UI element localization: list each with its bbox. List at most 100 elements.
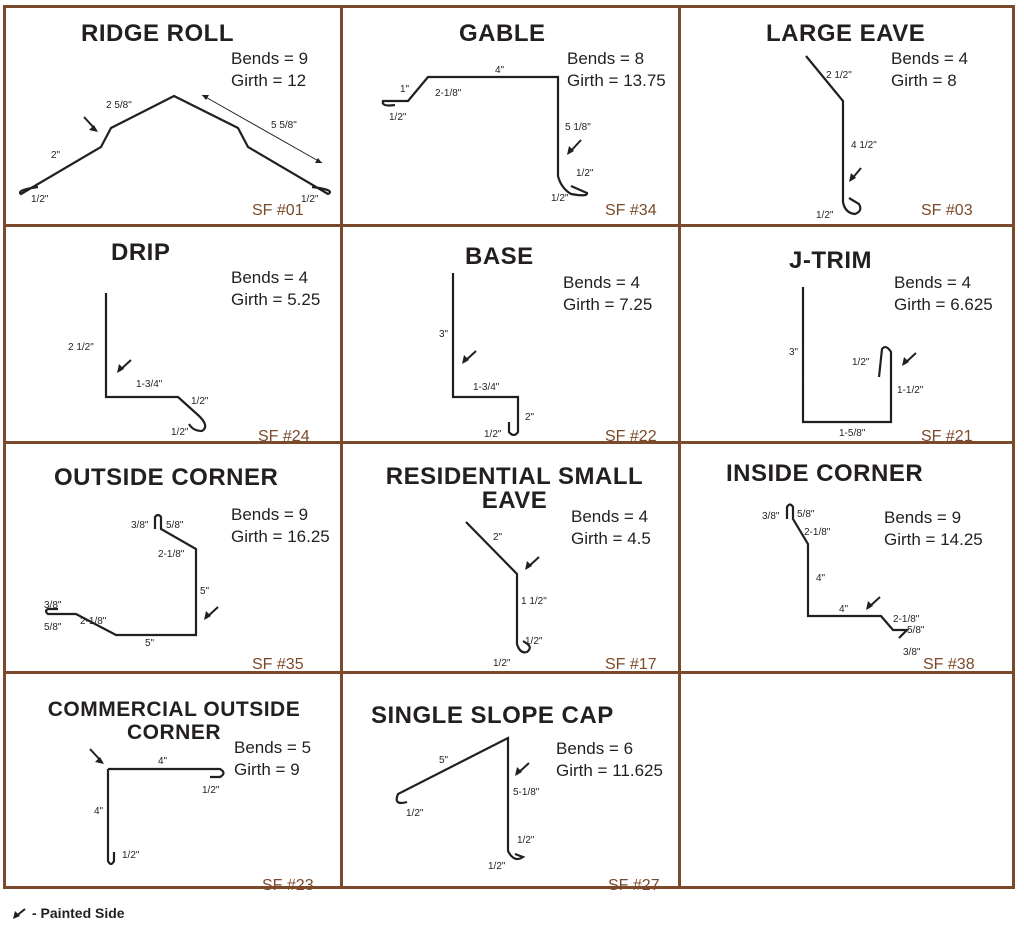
profile-single-slope-cap: SINGLE SLOPE CAP Bends = 6 Girth = 11.62…	[343, 674, 678, 895]
profile-title: SINGLE SLOPE CAP	[371, 702, 614, 729]
large-eave-diagram: 2 1/2" 4 1/2" 1/2"	[805, 55, 877, 221]
dim-label: 3/8"	[903, 647, 921, 658]
dim-label: 3"	[439, 329, 449, 340]
j-trim-diagram: 3" 1/2" 1-1/2" 1-5/8"	[789, 287, 924, 439]
dim-label: 2 1/2"	[826, 70, 852, 81]
painted-side-arrow-icon	[13, 908, 26, 920]
dim-label: 2-1/8"	[435, 88, 462, 99]
profile-title: GABLE	[459, 20, 546, 47]
profile-code: SF #27	[608, 877, 660, 894]
dim-label: 1/2"	[517, 835, 535, 846]
gable-diagram: 4" 1" 2-1/8" 1/2" 5 1/8" 1/2" 1/2"	[381, 65, 594, 204]
dim-label: 3/8"	[44, 600, 62, 611]
profile-title: RIDGE ROLL	[81, 20, 234, 47]
ridge-roll-diagram: 2 5/8" 5 5/8" 2" 1/2" 1/2"	[19, 94, 332, 205]
girth-value: Girth = 16.25	[231, 527, 330, 546]
profile-code: SF #22	[605, 428, 657, 445]
dim-label: 2-1/8"	[893, 614, 920, 625]
profile-residential-small-eave: RESIDENTIAL SMALL EAVE Bends = 4 Girth =…	[343, 444, 678, 674]
bends-value: Bends = 9	[884, 508, 962, 527]
profile-title: RESIDENTIAL SMALL EAVE	[385, 463, 644, 514]
profile-title: OUTSIDE CORNER	[54, 464, 279, 491]
outside-corner-diagram: 3/8" 5/8" 2-1/8" 5" 3/8" 5/8" 2-1/8" 5"	[44, 513, 219, 649]
dim-label: 1-5/8"	[839, 428, 866, 439]
bends-value: Bends = 5	[234, 738, 312, 757]
residential-small-eave-diagram: 2" 1 1/2" 1/2" 1/2"	[465, 521, 547, 669]
profile-code: SF #35	[252, 656, 304, 673]
girth-value: Girth = 5.25	[231, 290, 321, 309]
grid-divider	[6, 671, 1012, 674]
dim-label: 4 1/2"	[851, 140, 877, 151]
girth-value: Girth = 9	[234, 760, 300, 779]
dim-label: 5/8"	[797, 509, 815, 520]
dim-label: 5/8"	[44, 622, 62, 633]
dim-label: 4"	[158, 756, 168, 767]
profile-stats: Bends = 6 Girth = 11.625	[556, 738, 663, 782]
dim-label: 4"	[839, 604, 849, 615]
girth-value: Girth = 6.625	[894, 295, 993, 314]
profile-code: SF #34	[605, 202, 657, 219]
dim-label: 2-1/8"	[804, 527, 831, 538]
profile-j-trim: J-TRIM Bends = 4 Girth = 6.625 3" 1/2" 1…	[681, 227, 1012, 446]
bends-value: Bends = 8	[567, 49, 645, 68]
painted-side-legend: - Painted Side	[10, 905, 125, 921]
bends-value: Bends = 4	[571, 507, 649, 526]
dim-label: 2"	[525, 412, 535, 423]
drip-diagram: 2 1/2" 1-3/4" 1/2" 1/2"	[68, 293, 209, 438]
bends-value: Bends = 9	[231, 49, 309, 68]
girth-value: Girth = 12	[231, 71, 307, 90]
bends-value: Bends = 4	[891, 49, 969, 68]
profile-outside-corner: OUTSIDE CORNER Bends = 9 Girth = 16.25 3…	[6, 444, 340, 674]
legend-text: - Painted Side	[32, 905, 125, 921]
dim-label: 1/2"	[488, 861, 506, 872]
girth-value: Girth = 8	[891, 71, 957, 90]
dim-label: 1"	[400, 84, 410, 95]
dim-label: 5-1/8"	[513, 787, 540, 798]
bends-value: Bends = 4	[563, 273, 641, 292]
dim-label: 2 5/8"	[106, 100, 132, 111]
profile-inside-corner: INSIDE CORNER Bends = 9 Girth = 14.25 3/…	[681, 444, 1012, 674]
dim-label: 5 5/8"	[271, 120, 297, 131]
grid-divider	[6, 224, 1012, 227]
profile-drip: DRIP Bends = 4 Girth = 5.25 2 1/2" 1-3/4…	[6, 227, 340, 446]
girth-value: Girth = 14.25	[884, 530, 983, 549]
profile-stats: Bends = 9 Girth = 12	[231, 48, 308, 92]
profile-title: BASE	[465, 243, 534, 270]
profile-stats: Bends = 9 Girth = 14.25	[884, 507, 983, 551]
dim-label: 1/2"	[122, 850, 140, 861]
profile-stats: Bends = 4 Girth = 8	[891, 48, 968, 92]
profile-stats: Bends = 4 Girth = 4.5	[571, 506, 651, 550]
profile-stats: Bends = 9 Girth = 16.25	[231, 504, 330, 548]
profile-ridge-roll: RIDGE ROLL Bends = 9 Girth = 12 2 5/8" 5…	[6, 8, 340, 224]
profile-stats: Bends = 8 Girth = 13.75	[567, 48, 666, 92]
profile-code: SF #17	[605, 656, 657, 673]
dim-label: 5 1/8"	[565, 122, 591, 133]
profile-grid: RIDGE ROLL Bends = 9 Girth = 12 2 5/8" 5…	[3, 5, 1015, 895]
profile-code: SF #01	[252, 202, 304, 219]
dim-label: 3/8"	[131, 520, 149, 531]
dim-label: 2-1/8"	[80, 616, 107, 627]
girth-value: Girth = 13.75	[567, 71, 666, 90]
dim-label: 1-3/4"	[473, 382, 500, 393]
profile-base: BASE Bends = 4 Girth = 7.25 3" 1-3/4" 2"…	[343, 227, 678, 446]
profile-stats: Bends = 5 Girth = 9	[234, 737, 311, 781]
girth-value: Girth = 11.625	[556, 761, 663, 780]
base-diagram: 3" 1-3/4" 2" 1/2"	[439, 273, 535, 440]
dim-label: 1/2"	[493, 658, 511, 669]
profile-code: SF #24	[258, 428, 310, 445]
dim-label: 3"	[789, 347, 799, 358]
profile-code: SF #03	[921, 202, 973, 219]
empty-cell	[681, 674, 1012, 886]
inside-corner-diagram: 3/8" 5/8" 2-1/8" 4" 4" 2-1/8" 5/8" 3/8"	[762, 503, 925, 658]
bends-value: Bends = 9	[231, 505, 309, 524]
grid-divider	[678, 8, 681, 886]
single-slope-cap-diagram: 5" 1/2" 5-1/8" 1/2" 1/2"	[395, 736, 540, 872]
dim-label: 1-1/2"	[897, 385, 924, 396]
grid-divider	[6, 441, 1012, 444]
dim-label: 5"	[145, 638, 155, 649]
dim-label: 5/8"	[907, 625, 925, 636]
dim-label: 1/2"	[484, 429, 502, 440]
dim-label: 1/2"	[576, 168, 594, 179]
dim-label: 1-3/4"	[136, 379, 163, 390]
dim-label: 3/8"	[762, 511, 780, 522]
